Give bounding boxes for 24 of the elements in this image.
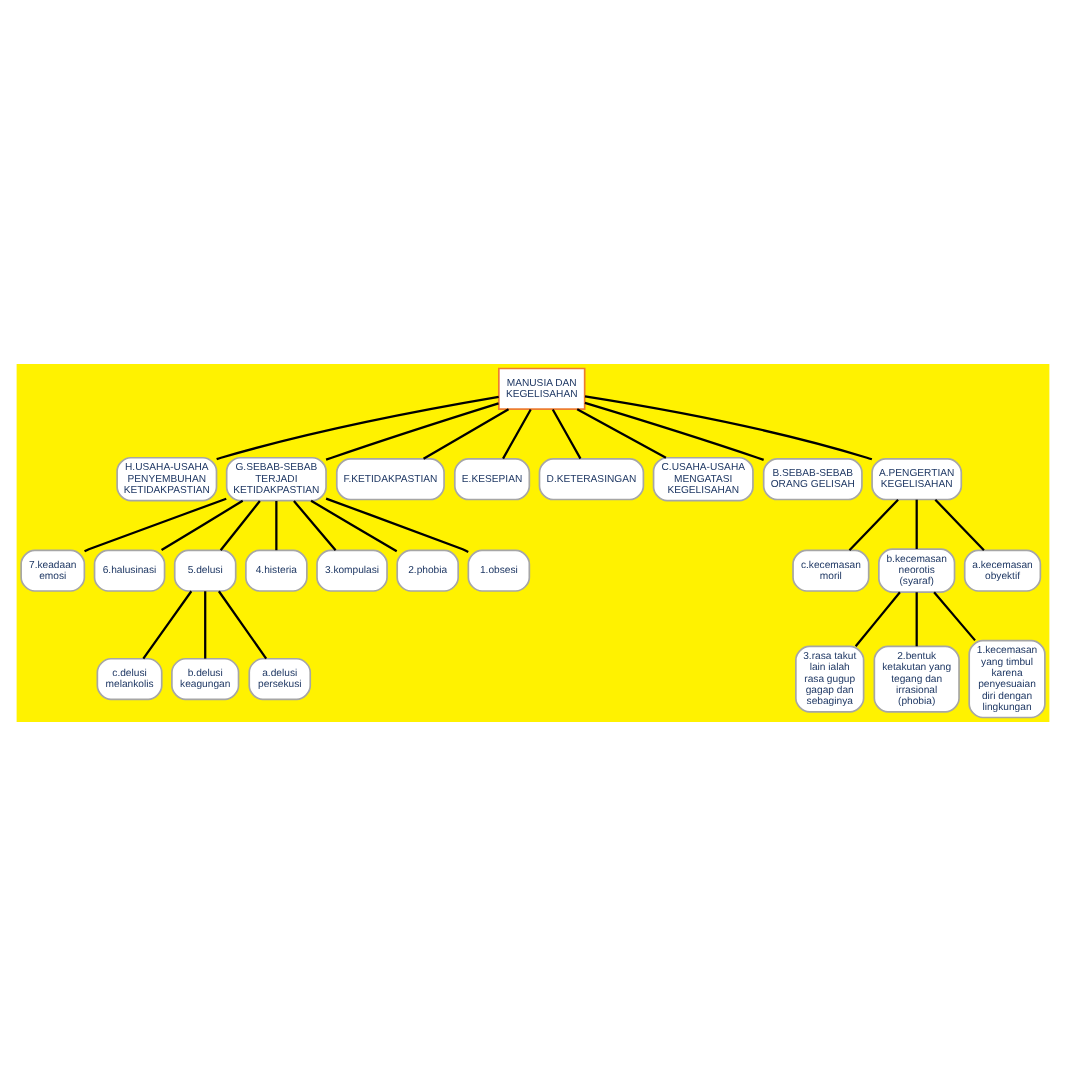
connector (933, 591, 976, 642)
connector (84, 497, 227, 553)
connector (854, 591, 901, 647)
connector (204, 591, 207, 659)
connector (325, 497, 469, 553)
connector (310, 499, 398, 553)
connector (502, 408, 532, 460)
connector (915, 499, 918, 549)
connector (551, 408, 582, 460)
connector (160, 499, 244, 552)
connector (915, 592, 918, 647)
connector (142, 590, 193, 660)
connector (216, 395, 499, 461)
connector (219, 500, 261, 551)
connector (934, 498, 985, 551)
connector (325, 402, 499, 461)
connector (423, 408, 510, 460)
connector (217, 590, 268, 660)
connector (584, 401, 765, 461)
connector (848, 498, 899, 551)
connector (275, 501, 278, 551)
connector (293, 500, 337, 551)
connector (576, 408, 667, 459)
connector (584, 395, 873, 461)
